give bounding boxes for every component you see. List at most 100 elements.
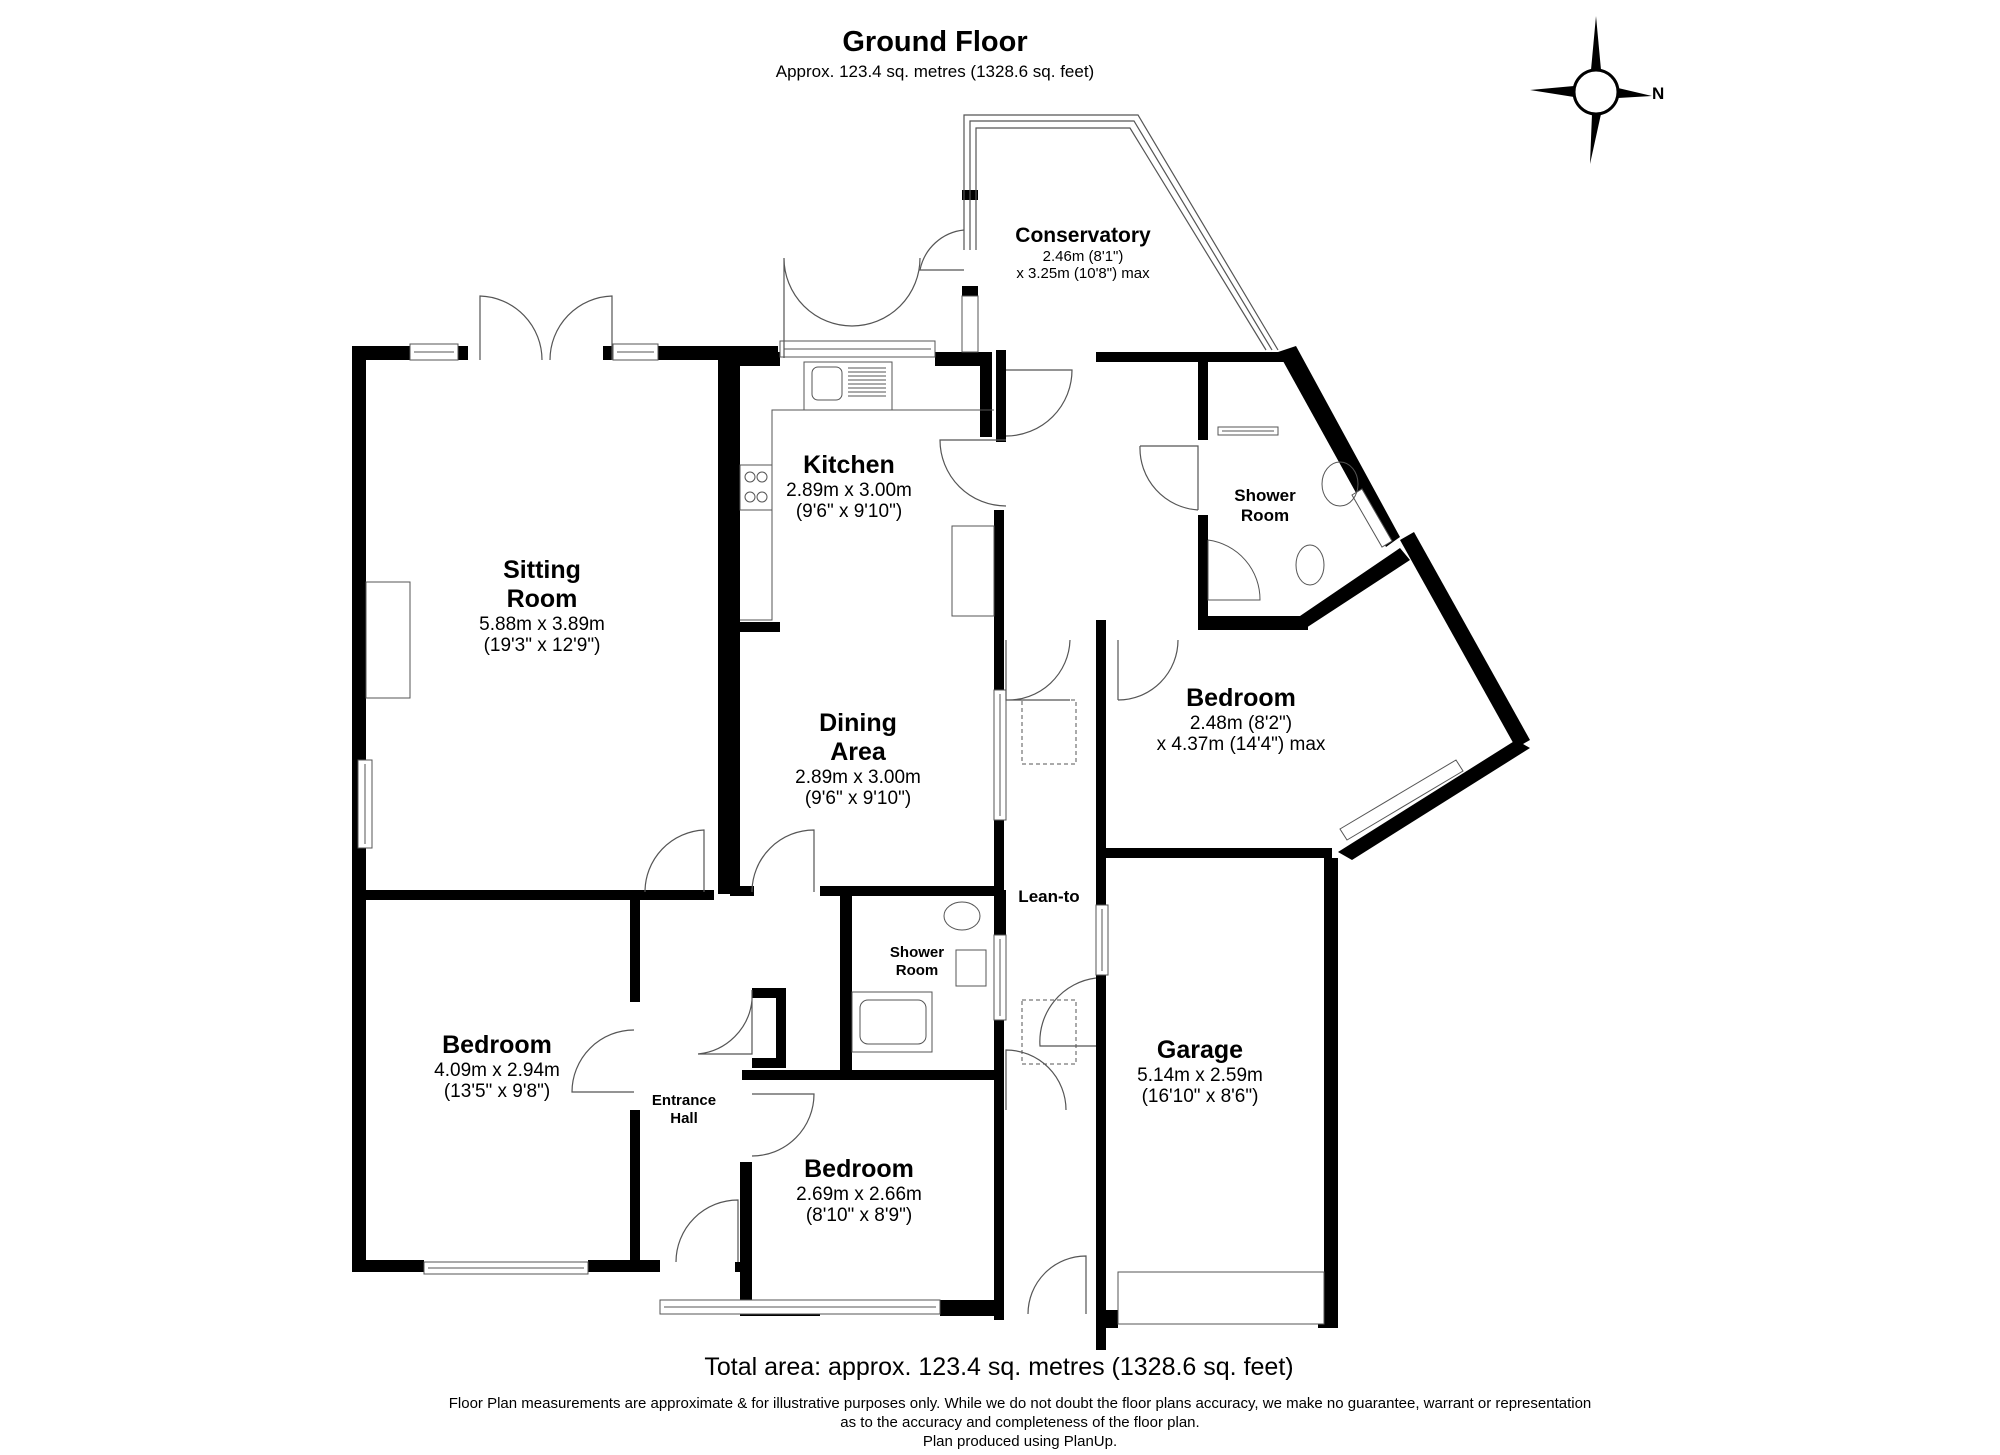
conservatory-glazing bbox=[969, 120, 1273, 351]
door-swing bbox=[697, 990, 753, 1055]
room-name: Sitting bbox=[503, 556, 581, 584]
wall-segment bbox=[458, 346, 468, 360]
room-dimension: (9'6" x 9'10") bbox=[804, 788, 912, 809]
wall-segment bbox=[730, 622, 780, 632]
window bbox=[1339, 759, 1464, 841]
wall-segment bbox=[962, 286, 978, 296]
room-name: Room bbox=[895, 962, 939, 979]
room-dimension: 2.46m (8'1") bbox=[1042, 248, 1124, 265]
skylight bbox=[1021, 999, 1077, 1065]
floor-area-subtitle: Approx. 123.4 sq. metres (1328.6 sq. fee… bbox=[775, 62, 1095, 81]
room-dimension: 4.09m x 2.94m bbox=[434, 1060, 560, 1081]
fixtures bbox=[365, 361, 1359, 1065]
wall-segment bbox=[740, 1162, 752, 1312]
wall-segment bbox=[730, 886, 754, 896]
compass-point bbox=[1591, 16, 1601, 70]
toilet-icon bbox=[943, 901, 981, 931]
shower-tray bbox=[851, 991, 933, 1053]
door-swing bbox=[783, 257, 921, 358]
room-dimension: 2.89m x 3.00m bbox=[795, 767, 921, 788]
room-bedroom-south: Bedroom 2.69m x 2.66m (8'10" x 8'9") bbox=[796, 1155, 922, 1226]
compass-point bbox=[1590, 114, 1601, 164]
door-swing bbox=[1005, 1049, 1067, 1111]
wall-segment bbox=[1278, 346, 1400, 547]
room-kitchen: Kitchen 2.89m x 3.00m (9'6" x 9'10") bbox=[786, 451, 912, 522]
wall-segment bbox=[940, 1300, 1002, 1316]
room-dimension: (13'5" x 9'8") bbox=[443, 1081, 551, 1102]
room-name: Room bbox=[506, 585, 578, 613]
disclaimer: Floor Plan measurements are approximate … bbox=[0, 1394, 2000, 1451]
room-dimension: 2.89m x 3.00m bbox=[786, 480, 912, 501]
room-dimension: (16'10" x 8'6") bbox=[1141, 1086, 1259, 1107]
room-name: Garage bbox=[1156, 1036, 1244, 1064]
hob-ring-icon bbox=[744, 491, 756, 503]
fireplace bbox=[365, 581, 411, 699]
windows bbox=[357, 114, 1464, 1325]
door-swing bbox=[479, 295, 543, 361]
floor-title: Ground Floor bbox=[842, 26, 1028, 58]
wall-segment bbox=[820, 886, 1000, 896]
wall-segment bbox=[1338, 740, 1530, 860]
fridge bbox=[951, 525, 995, 617]
wall-segment bbox=[1400, 532, 1530, 748]
room-dimension: 2.69m x 2.66m bbox=[796, 1184, 922, 1205]
door-swing bbox=[644, 829, 705, 893]
sink-unit bbox=[803, 361, 893, 411]
door-swing bbox=[751, 829, 815, 893]
total-area: Total area: approx. 123.4 sq. metres (13… bbox=[704, 1353, 1294, 1381]
hob-ring-icon bbox=[756, 491, 768, 503]
wall-segment bbox=[588, 1260, 660, 1272]
wall-segment bbox=[352, 894, 366, 1270]
compass-rose-icon bbox=[1530, 16, 1652, 164]
door-swing bbox=[1005, 639, 1071, 701]
room-name: Hall bbox=[670, 1110, 698, 1127]
disclaimer-line: Plan produced using PlanUp. bbox=[922, 1433, 1118, 1450]
disclaimer-line: as to the accuracy and completeness of t… bbox=[840, 1414, 1200, 1431]
wall-segment bbox=[735, 1262, 743, 1272]
room-name: Lean-to bbox=[1018, 887, 1080, 906]
wall-segment bbox=[996, 890, 1006, 940]
room-dimension: 5.14m x 2.59m bbox=[1137, 1065, 1263, 1086]
door-swing bbox=[919, 229, 965, 271]
wall-segment bbox=[730, 356, 740, 894]
door-swing bbox=[1039, 977, 1097, 1047]
shower-tray-icon bbox=[1207, 539, 1261, 601]
room-name: Bedroom bbox=[804, 1155, 914, 1183]
door-swing bbox=[939, 439, 1007, 507]
shower-tray-icon bbox=[859, 999, 927, 1045]
room-name: Area bbox=[830, 738, 886, 766]
wall-segment bbox=[1198, 362, 1208, 437]
wall-segment bbox=[980, 352, 992, 437]
room-dimension: (8'10" x 8'9") bbox=[805, 1205, 913, 1226]
wall-segment bbox=[730, 352, 780, 366]
window bbox=[961, 295, 979, 353]
room-lean-to: Lean-to bbox=[1018, 887, 1079, 907]
wall-segment bbox=[630, 890, 640, 1002]
door-swing bbox=[1027, 1255, 1087, 1315]
wall-segment bbox=[776, 988, 786, 1068]
room-name: Bedroom bbox=[442, 1031, 552, 1059]
conservatory-glazing bbox=[963, 114, 1279, 351]
door-swing bbox=[549, 295, 613, 361]
toilet-icon bbox=[1295, 544, 1325, 586]
garage-door bbox=[1117, 1271, 1325, 1325]
room-garage: Garage 5.14m x 2.59m (16'10" x 8'6") bbox=[1137, 1036, 1263, 1107]
wall-segment bbox=[352, 346, 410, 360]
room-name: Kitchen bbox=[803, 451, 895, 479]
wall-segment bbox=[1324, 858, 1338, 1328]
basin-icon bbox=[1321, 461, 1359, 507]
door-swing bbox=[571, 1029, 635, 1093]
disclaimer-line: Floor Plan measurements are approximate … bbox=[448, 1395, 1592, 1412]
room-bedroom-east: Bedroom 2.48m (8'2") x 4.37m (14'4") max bbox=[1157, 684, 1326, 755]
wall-segment bbox=[840, 890, 852, 1070]
compass-north-label: N bbox=[1652, 84, 1665, 103]
hob bbox=[739, 464, 773, 511]
room-name: Bedroom bbox=[1186, 684, 1296, 712]
door-swing bbox=[1139, 445, 1199, 511]
wall-segment bbox=[1096, 620, 1106, 1350]
room-dining-area: Dining Area 2.89m x 3.00m (9'6" x 9'10") bbox=[795, 709, 921, 809]
wall-segment bbox=[630, 1110, 640, 1270]
room-shower-room-east: Shower Room bbox=[1234, 486, 1295, 526]
skylight bbox=[1021, 699, 1077, 765]
